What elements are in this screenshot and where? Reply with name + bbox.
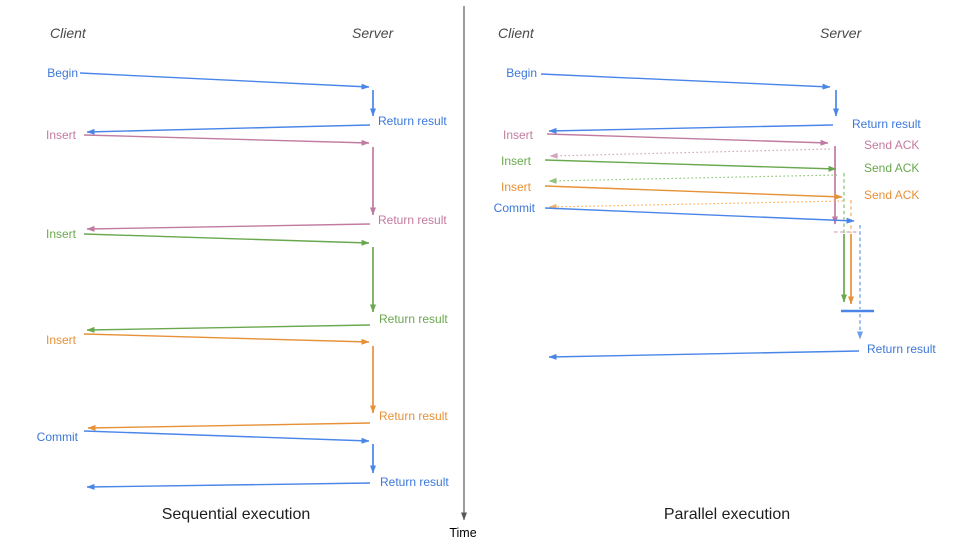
sequential-panel: Client Server Begin Return result Insert…: [37, 25, 450, 523]
request-arrow: [79, 72, 370, 90]
op-label: Commit: [37, 430, 79, 444]
ack-label: Send ACK: [864, 188, 919, 202]
response-label: Return result: [378, 114, 447, 128]
ack-arrow: [548, 174, 838, 184]
request-arrow: [83, 430, 370, 444]
response-arrow: [86, 223, 371, 232]
response-label: Return result: [867, 342, 936, 356]
seq-op-commit: Commit Return result: [37, 430, 449, 490]
panel-title: Parallel execution: [664, 506, 790, 523]
response-arrow: [548, 350, 860, 360]
response-label: Return result: [380, 475, 449, 489]
response-label: Return result: [852, 117, 921, 131]
ack-label: Send ACK: [864, 138, 919, 152]
seq-op-begin: Begin Return result: [47, 66, 447, 135]
response-label: Return result: [379, 409, 448, 423]
request-arrow: [83, 134, 370, 146]
op-label: Insert: [46, 227, 77, 241]
parallel-panel: Client Server Begin Return result Insert…: [494, 25, 937, 523]
op-label: Begin: [506, 66, 537, 80]
seq-op-insert-1: Insert Return result: [46, 128, 447, 232]
response-arrow: [87, 422, 371, 431]
op-label: Begin: [47, 66, 78, 80]
op-label: Insert: [46, 333, 77, 347]
op-label: Insert: [46, 128, 77, 142]
server-header: Server: [352, 25, 395, 41]
client-header: Client: [50, 25, 87, 41]
response-arrow: [548, 124, 834, 134]
request-arrow: [83, 233, 370, 246]
time-axis-label: Time: [449, 526, 476, 540]
request-arrow: [544, 185, 843, 200]
op-label: Insert: [501, 180, 532, 194]
server-header: Server: [820, 25, 863, 41]
par-op-commit: Commit Return result: [494, 201, 936, 360]
seq-op-insert-3: Insert Return result: [46, 333, 448, 431]
par-op-insert-2: Insert Send ACK: [501, 154, 919, 303]
response-arrow: [86, 124, 371, 135]
client-header: Client: [498, 25, 535, 41]
op-label: Insert: [503, 128, 534, 142]
time-axis: Time: [449, 6, 477, 540]
op-label: Insert: [501, 154, 532, 168]
par-op-insert-1: Insert Send ACK: [503, 128, 919, 233]
seq-op-insert-2: Insert Return result: [46, 227, 448, 333]
par-op-insert-3: Insert Send ACK: [501, 180, 919, 305]
response-arrow: [86, 324, 371, 333]
panel-title: Sequential execution: [162, 506, 311, 523]
request-arrow: [544, 207, 855, 224]
request-arrow: [544, 159, 837, 172]
response-arrow: [86, 482, 371, 490]
ack-arrow: [549, 148, 831, 159]
request-arrow: [546, 133, 829, 146]
ack-arrow: [548, 200, 844, 210]
response-label: Return result: [378, 213, 447, 227]
par-op-begin: Begin Return result: [506, 66, 921, 134]
response-label: Return result: [379, 312, 448, 326]
request-arrow: [83, 333, 370, 345]
op-label: Commit: [494, 201, 536, 215]
ack-label: Send ACK: [864, 161, 919, 175]
request-arrow: [540, 73, 831, 90]
